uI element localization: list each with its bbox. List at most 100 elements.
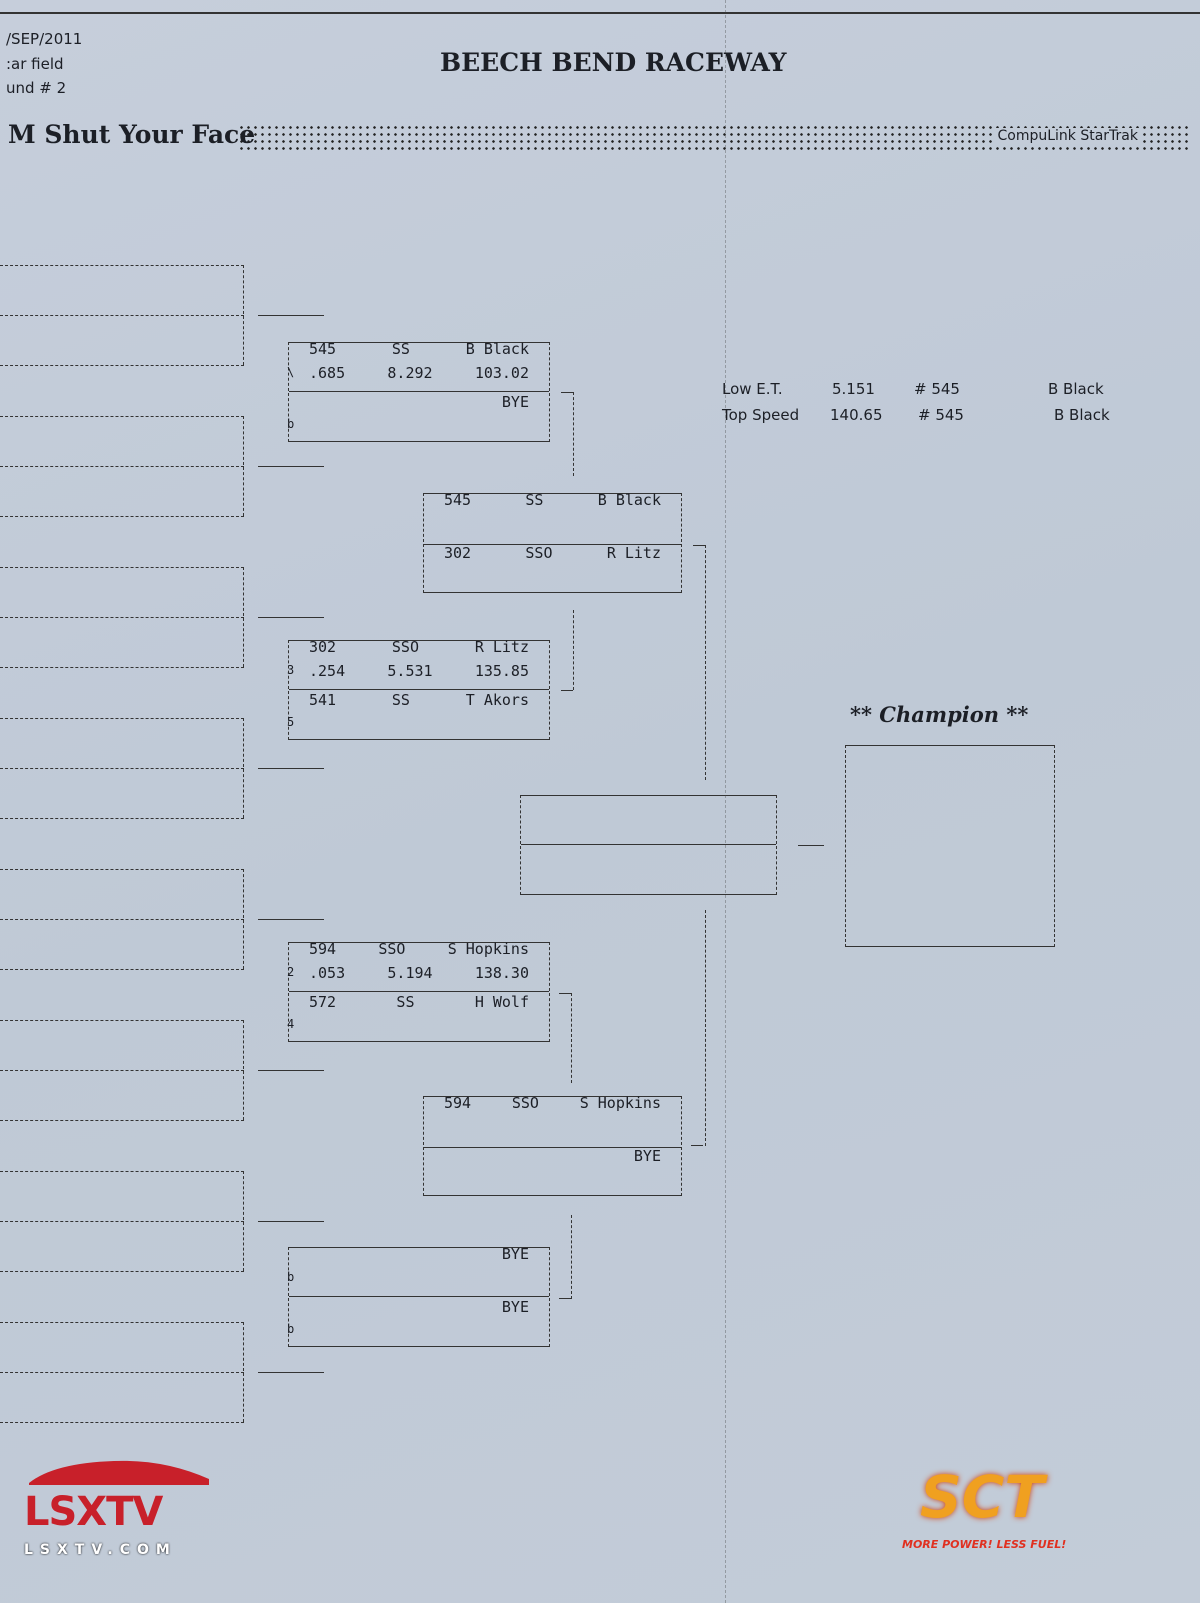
lane-number: b	[287, 1322, 295, 1336]
round1-slot-side	[243, 1171, 244, 1271]
page-fold	[725, 0, 726, 1603]
sponsor-text: CompuLink StarTrak	[995, 128, 1140, 144]
bracket-connector-tick	[559, 993, 571, 994]
elapsed-time: 5.531	[387, 662, 433, 680]
lane-number: b	[287, 417, 295, 431]
car-class: SSO	[511, 1094, 539, 1112]
final-connector	[798, 845, 824, 846]
sct-text: SCT	[920, 1463, 1044, 1531]
round1-slot-line	[0, 416, 244, 417]
lane-divider	[289, 391, 549, 392]
top-speed-value: 140.65	[830, 406, 883, 424]
date: /SEP/2011	[6, 30, 83, 48]
round1-connector	[258, 919, 324, 920]
driver-name: B Black	[597, 491, 661, 509]
top-rule	[0, 12, 1200, 14]
bracket-connector	[573, 610, 574, 690]
driver-name: BYE	[501, 393, 529, 411]
car-number: 594	[309, 940, 337, 958]
elapsed-time: 8.292	[387, 364, 433, 382]
bottom-racer-row: BYE	[444, 1147, 661, 1165]
sct-tagline: MORE POWER! LESS FUEL!	[902, 1538, 1067, 1551]
bracket-connector	[705, 910, 706, 1146]
lane-divider	[521, 844, 776, 845]
round1-slot-line	[0, 718, 244, 719]
lane-number: 2	[287, 965, 295, 979]
bottom-racer-row: BYE	[309, 393, 529, 411]
lane-divider	[424, 544, 681, 545]
bracket-connector	[571, 1215, 572, 1299]
speed: 135.85	[474, 662, 529, 680]
driver-name: BYE	[633, 1147, 661, 1165]
round1-slot-line	[0, 1322, 244, 1323]
round1-connector	[258, 1221, 324, 1222]
top-racer-row: 545 SS B Black	[444, 491, 661, 509]
round1-connector	[258, 315, 324, 316]
lane-number: 3	[287, 663, 295, 677]
car-class: SS	[525, 491, 544, 509]
top-racer-times: .254 5.531 135.85	[309, 662, 529, 680]
car-class: SS	[391, 340, 410, 358]
lsxtv-logo: LSXTV LSXTV.COM	[24, 1455, 214, 1559]
car-number: 545	[309, 340, 337, 358]
lane-divider	[289, 991, 549, 992]
lane-divider	[424, 1147, 681, 1148]
car-number: 545	[444, 491, 472, 509]
driver-name: S Hopkins	[579, 1094, 661, 1112]
car-number: 541	[309, 691, 337, 709]
stats-panel: Low E.T. 5.151 # 545 B Black Top Speed 1…	[722, 380, 1142, 430]
driver-name: R Litz	[474, 638, 529, 656]
round1-slot-line	[0, 1070, 244, 1071]
round1-slot-line	[0, 1020, 244, 1021]
round1-connector	[258, 617, 324, 618]
top-racer-times: .053 5.194 138.30	[309, 964, 529, 982]
top-speed-car: # 545	[918, 406, 964, 424]
bracket-connector	[705, 545, 706, 780]
low-et-driver: B Black	[1048, 380, 1104, 398]
car-class: SS	[391, 691, 410, 709]
round1-slot-side	[243, 265, 244, 365]
bottom-racer-row: BYE	[309, 1298, 529, 1316]
sct-logo: SCT MORE POWER! LESS FUEL!	[880, 1462, 1066, 1552]
page-title: BEECH BEND RACEWAY	[440, 48, 787, 77]
driver-name: BYE	[501, 1245, 529, 1263]
final-box	[520, 795, 777, 895]
bracket-connector-tick	[559, 1298, 571, 1299]
reaction-time: .053	[309, 964, 346, 982]
driver-name: S Hopkins	[447, 940, 529, 958]
speed: 138.30	[474, 964, 529, 982]
top-racer-row: BYE	[309, 1245, 529, 1263]
lane-divider	[289, 689, 549, 690]
low-et-car: # 545	[914, 380, 960, 398]
round1-slot-line	[0, 869, 244, 870]
car-number: 302	[444, 544, 472, 562]
elapsed-time: 5.194	[387, 964, 433, 982]
low-et-value: 5.151	[832, 380, 875, 398]
bracket-connector	[573, 392, 574, 476]
lane-divider	[289, 1296, 549, 1297]
car-number: 302	[309, 638, 337, 656]
reaction-time: .254	[309, 662, 346, 680]
lane-number: b	[287, 1270, 295, 1284]
round1-slot-line	[0, 969, 244, 970]
reaction-time: .685	[309, 364, 346, 382]
round1-slot-line	[0, 315, 244, 316]
car-number: 594	[444, 1094, 472, 1112]
round1-connector	[258, 1372, 324, 1373]
champion-box	[845, 745, 1055, 947]
car-silhouette-icon	[29, 1460, 209, 1485]
round1-slot-side	[243, 1020, 244, 1120]
field-label: :ar field	[6, 55, 64, 73]
event-name: M Shut Your Face	[8, 120, 256, 149]
round1-slot-line	[0, 1372, 244, 1373]
